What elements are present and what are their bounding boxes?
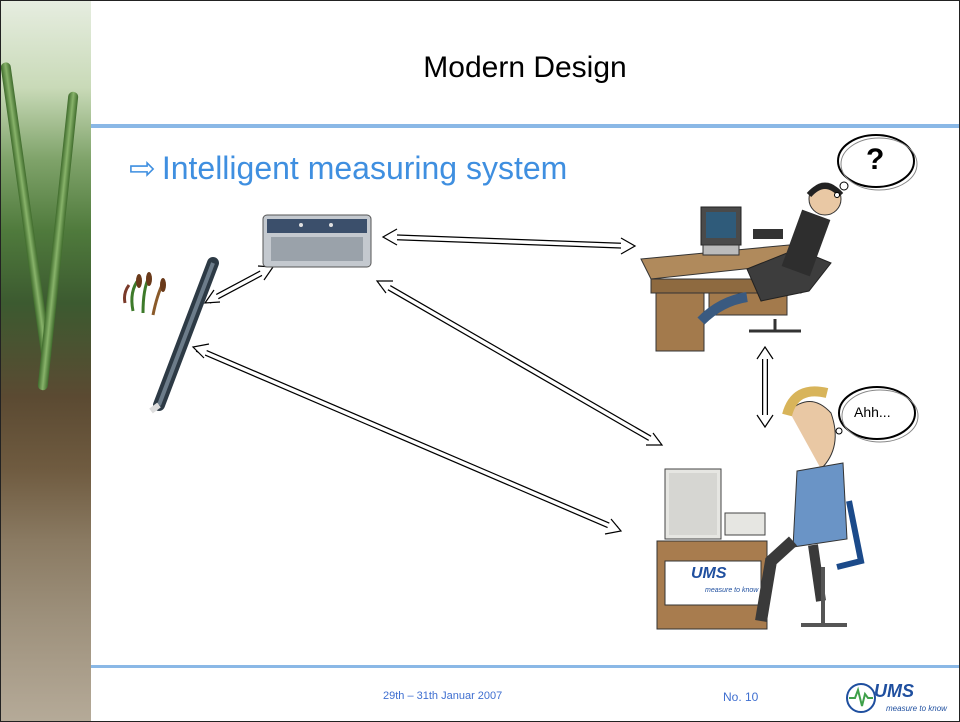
page-number: No. 10 xyxy=(723,690,759,704)
ahh-text: Ahh... xyxy=(854,404,891,420)
arrow-sensor-to-user xyxy=(191,343,623,535)
footer-date: 29th – 31th Januar 2007 xyxy=(383,690,503,702)
title-divider xyxy=(91,124,959,128)
ums-logo-icon xyxy=(846,683,876,713)
office-worker-illustration xyxy=(640,182,844,352)
arrow-datalogger-to-user xyxy=(375,280,664,446)
bullet-text: Intelligent measuring system xyxy=(161,150,568,186)
footer-divider xyxy=(91,665,959,668)
question-mark-text: ? xyxy=(866,143,885,176)
thought-bubble-question xyxy=(834,134,918,198)
sidebar-nature-image xyxy=(1,1,91,721)
happy-user-illustration xyxy=(656,386,865,630)
arrow-datalogger-to-office xyxy=(381,228,637,255)
slide-title: Modern Design xyxy=(423,51,627,84)
bullet-arrow-icon: ⇨ xyxy=(129,150,156,186)
desk-logo-tagline: measure to know xyxy=(705,587,759,594)
ums-logo: UMS measure to know xyxy=(844,679,954,719)
ums-logo-brand: UMS xyxy=(874,681,914,701)
datalogger-illustration xyxy=(262,214,372,268)
desk-logo-brand: UMS xyxy=(691,565,727,582)
bullet-point: ⇨Intelligent measuring system xyxy=(129,149,567,187)
ums-logo-tagline: measure to know xyxy=(886,704,947,713)
arrow-office-to-user xyxy=(756,345,774,429)
thought-bubble-ahh xyxy=(835,386,919,443)
sensor-probe-illustration xyxy=(123,257,219,414)
arrow-sensor-to-datalogger xyxy=(203,265,275,304)
